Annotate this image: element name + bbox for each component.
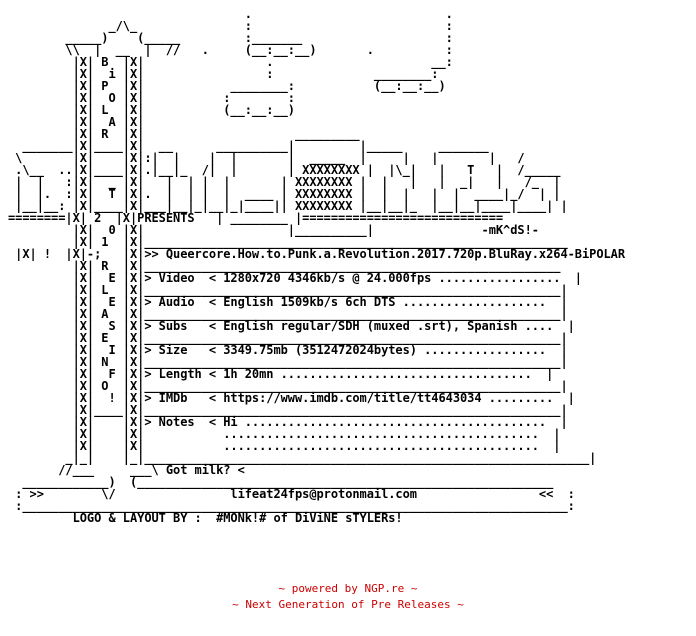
footer-tagline: ~ Next Generation of Pre Releases ~ — [232, 598, 464, 611]
footer-prefix: ~ powered by — [278, 582, 365, 595]
footer-line-tagline: ~ Next Generation of Pre Releases ~ — [0, 598, 696, 612]
nfo-ascii-art: . . _/\_ : : _____) (_____ :_______ : \\… — [8, 7, 626, 525]
ngp-link[interactable]: NGP.re — [364, 582, 405, 595]
footer-line-powered-by: ~ powered by NGP.re ~ — [0, 582, 696, 596]
footer-suffix: ~ — [404, 582, 418, 595]
